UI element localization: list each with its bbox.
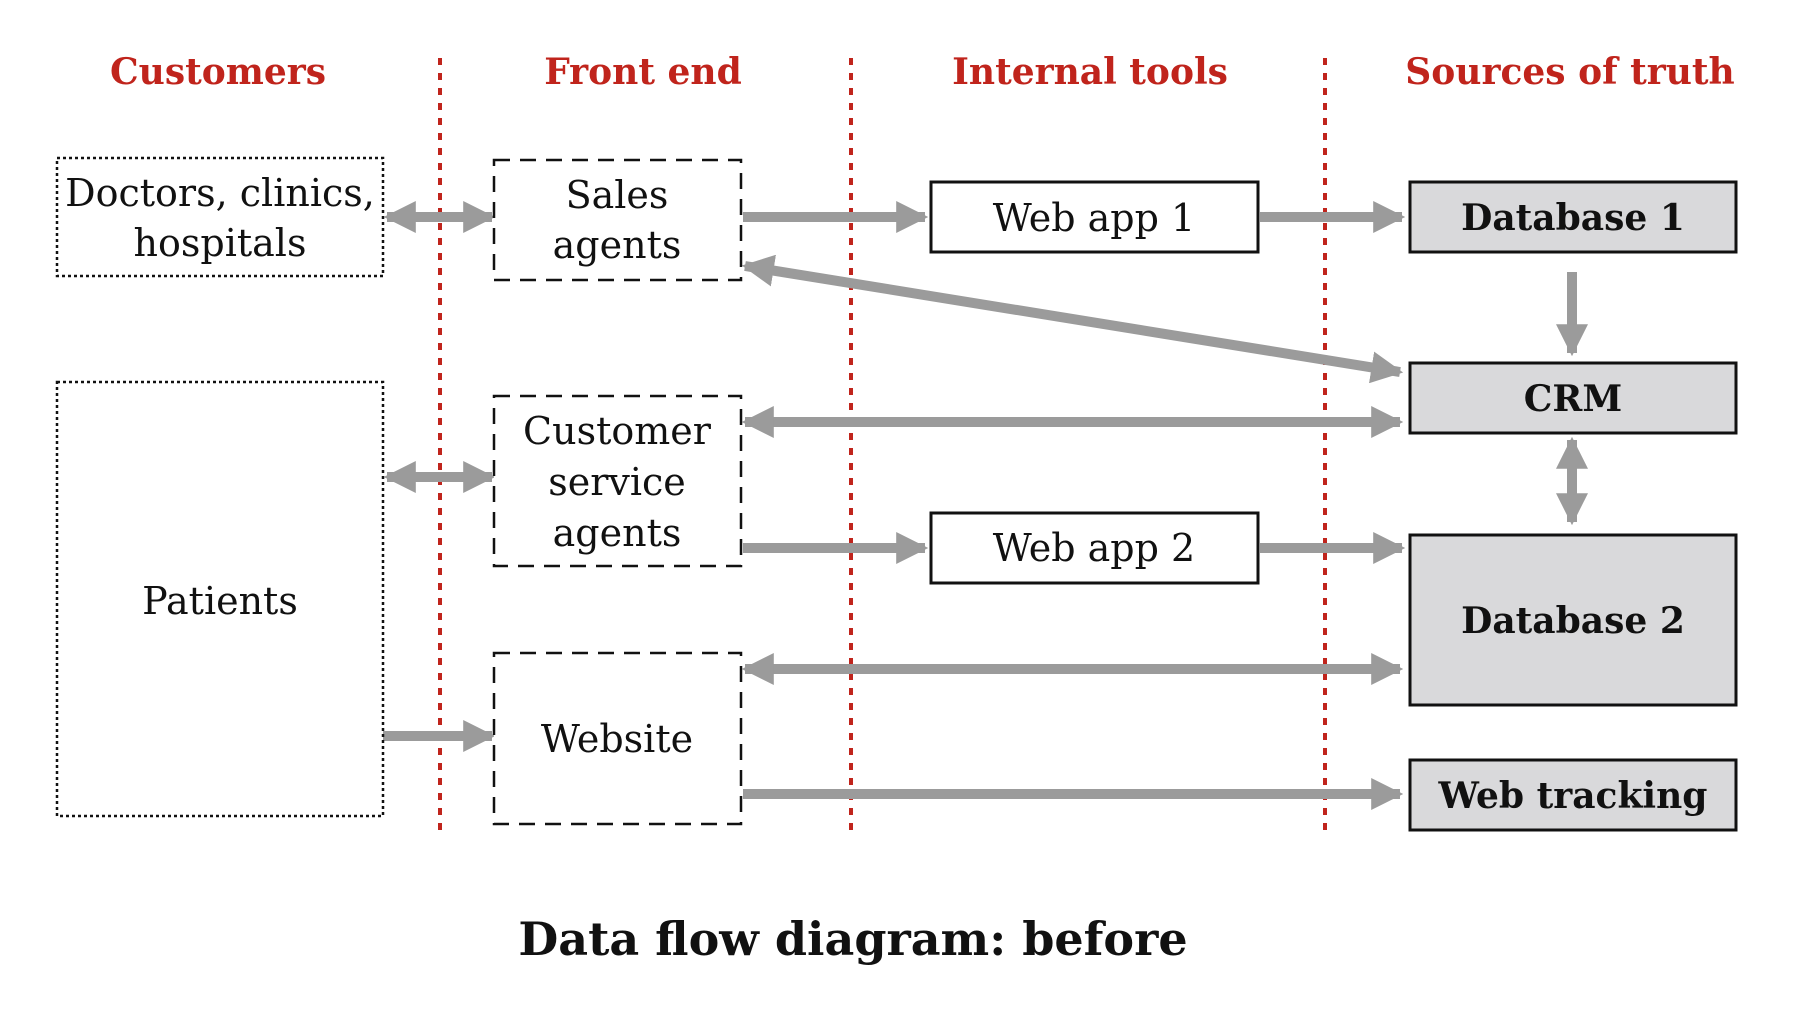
node-database1-label: Database 1 [1461, 197, 1685, 239]
flow-crm-sales [741, 254, 1404, 384]
diagram-caption: Data flow diagram: before [518, 912, 1187, 966]
node-cs-line1: Customer [523, 409, 712, 453]
node-customer-service-agents: Customer service agents [492, 394, 743, 568]
node-crm: CRM [1408, 361, 1738, 435]
node-crm-label: CRM [1524, 378, 1622, 420]
node-patients-label: Patients [142, 579, 298, 623]
node-website: Website [492, 651, 743, 826]
node-webapp1-label: Web app 1 [993, 196, 1195, 240]
node-web-app-2: Web app 2 [929, 511, 1260, 585]
node-doctors-line1: Doctors, clinics, [65, 171, 375, 215]
node-sales-agents: Sales agents [492, 158, 743, 282]
node-sales-line1: Sales [566, 173, 669, 217]
lane-header-internal-tools: Internal tools [952, 51, 1228, 93]
node-cs-line2: service [548, 460, 686, 504]
node-database-1: Database 1 [1408, 180, 1738, 254]
node-website-label: Website [541, 717, 693, 761]
lane-header-customers: Customers [110, 51, 326, 93]
node-database2-label: Database 2 [1461, 600, 1685, 642]
node-doctors-line2: hospitals [134, 221, 307, 265]
lane-header-front-end: Front end [544, 51, 742, 93]
lane-header-sources-of-truth: Sources of truth [1405, 51, 1734, 93]
node-webapp2-label: Web app 2 [993, 526, 1195, 570]
node-web-app-1: Web app 1 [929, 180, 1260, 254]
node-cs-line3: agents [553, 511, 682, 555]
node-webtracking-label: Web tracking [1438, 775, 1708, 817]
node-doctors-clinics-hospitals: Doctors, clinics, hospitals [55, 156, 385, 278]
node-sales-line2: agents [553, 223, 682, 267]
node-patients: Patients [55, 380, 385, 818]
node-web-tracking: Web tracking [1408, 758, 1738, 832]
node-database-2: Database 2 [1408, 533, 1738, 707]
